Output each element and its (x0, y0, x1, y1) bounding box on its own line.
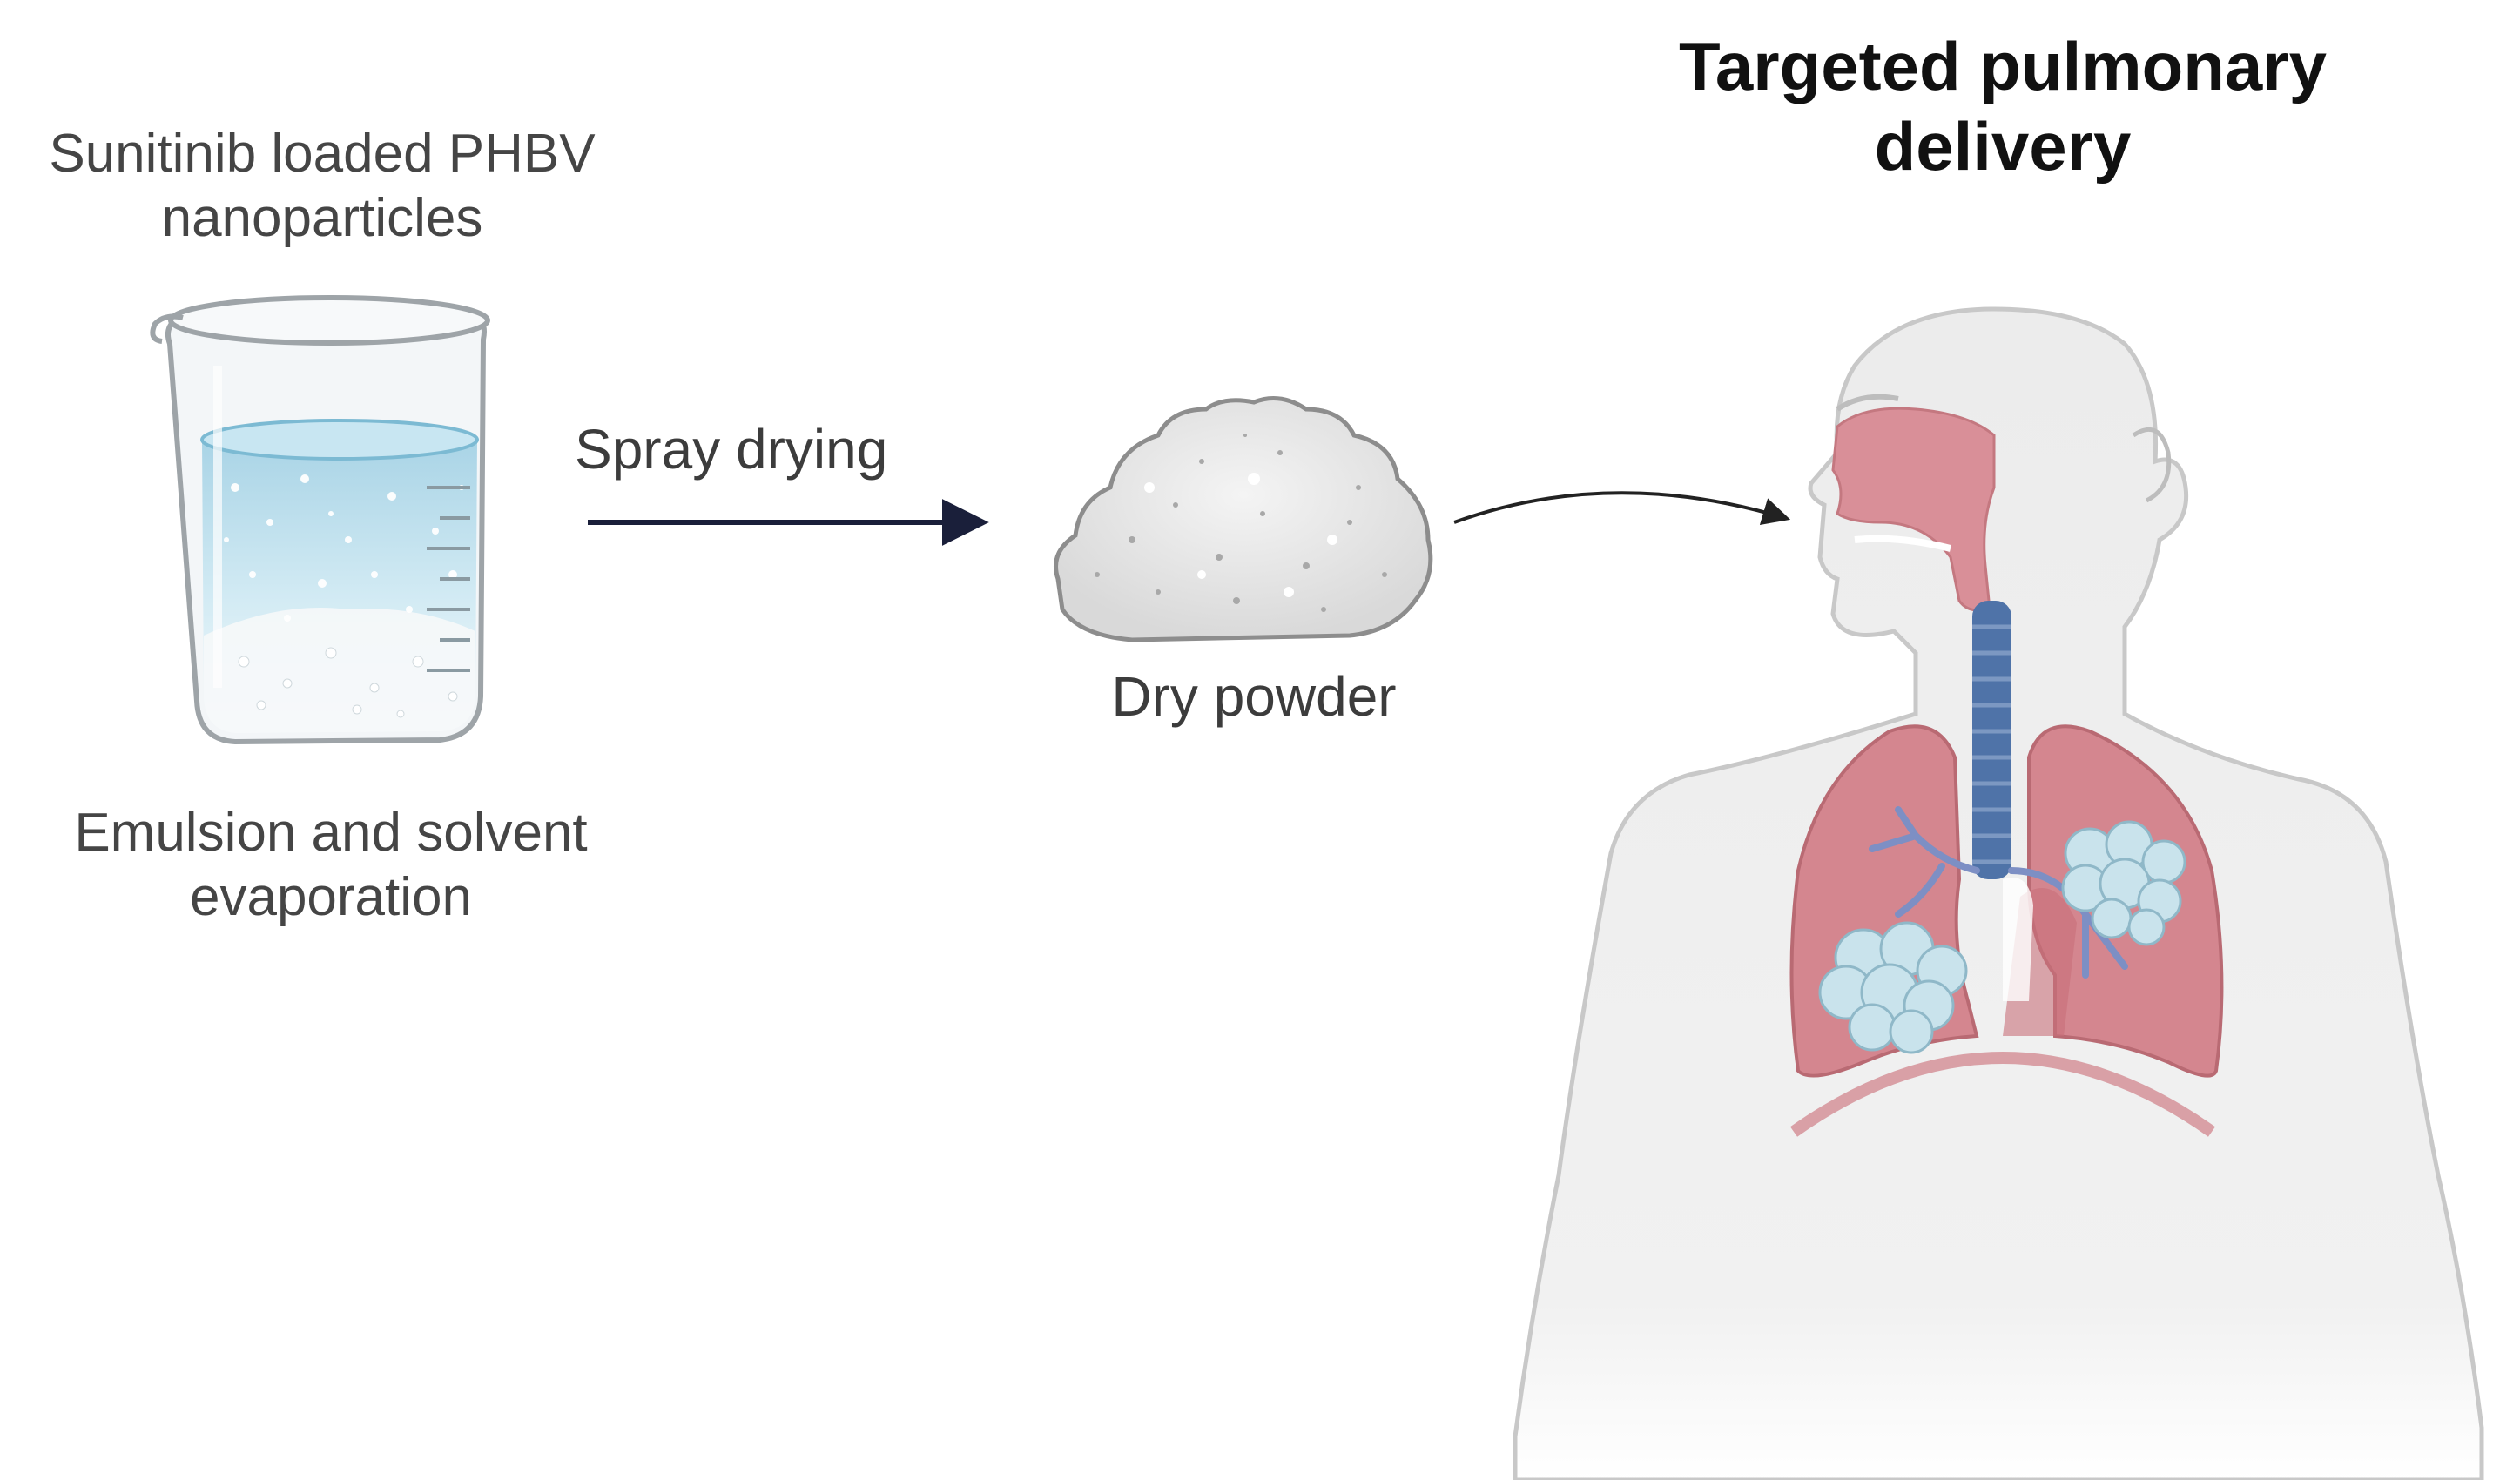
delivery-title-line-2: delivery (1874, 108, 2132, 185)
human-torso-lungs-icon (1513, 306, 2484, 1480)
trachea (1972, 601, 2011, 879)
delivery-title: Targeted pulmonary delivery (1620, 26, 2386, 186)
inhalation-arrow (1453, 491, 1791, 525)
method-label: Emulsion and solvent evaporation (26, 801, 636, 931)
method-label-line-1: Emulsion and solvent (74, 803, 588, 863)
beaker-label-line-2: nanoparticles (161, 188, 483, 249)
beaker-label: Sunitinib loaded PHBV nanoparticles (17, 122, 627, 252)
tumor-cluster-right (2061, 820, 2186, 946)
method-label-line-2: evaporation (189, 867, 473, 928)
delivery-title-line-1: Targeted pulmonary (1678, 28, 2327, 104)
spray-drying-label: Spray drying (575, 418, 888, 481)
dry-powder-label: Dry powder (1111, 665, 1397, 728)
powder-pile-icon (1054, 396, 1433, 642)
beaker-label-line-1: Sunitinib loaded PHBV (49, 124, 596, 184)
beaker-icon (150, 295, 490, 745)
tumor-cluster-left (1818, 921, 1968, 1054)
